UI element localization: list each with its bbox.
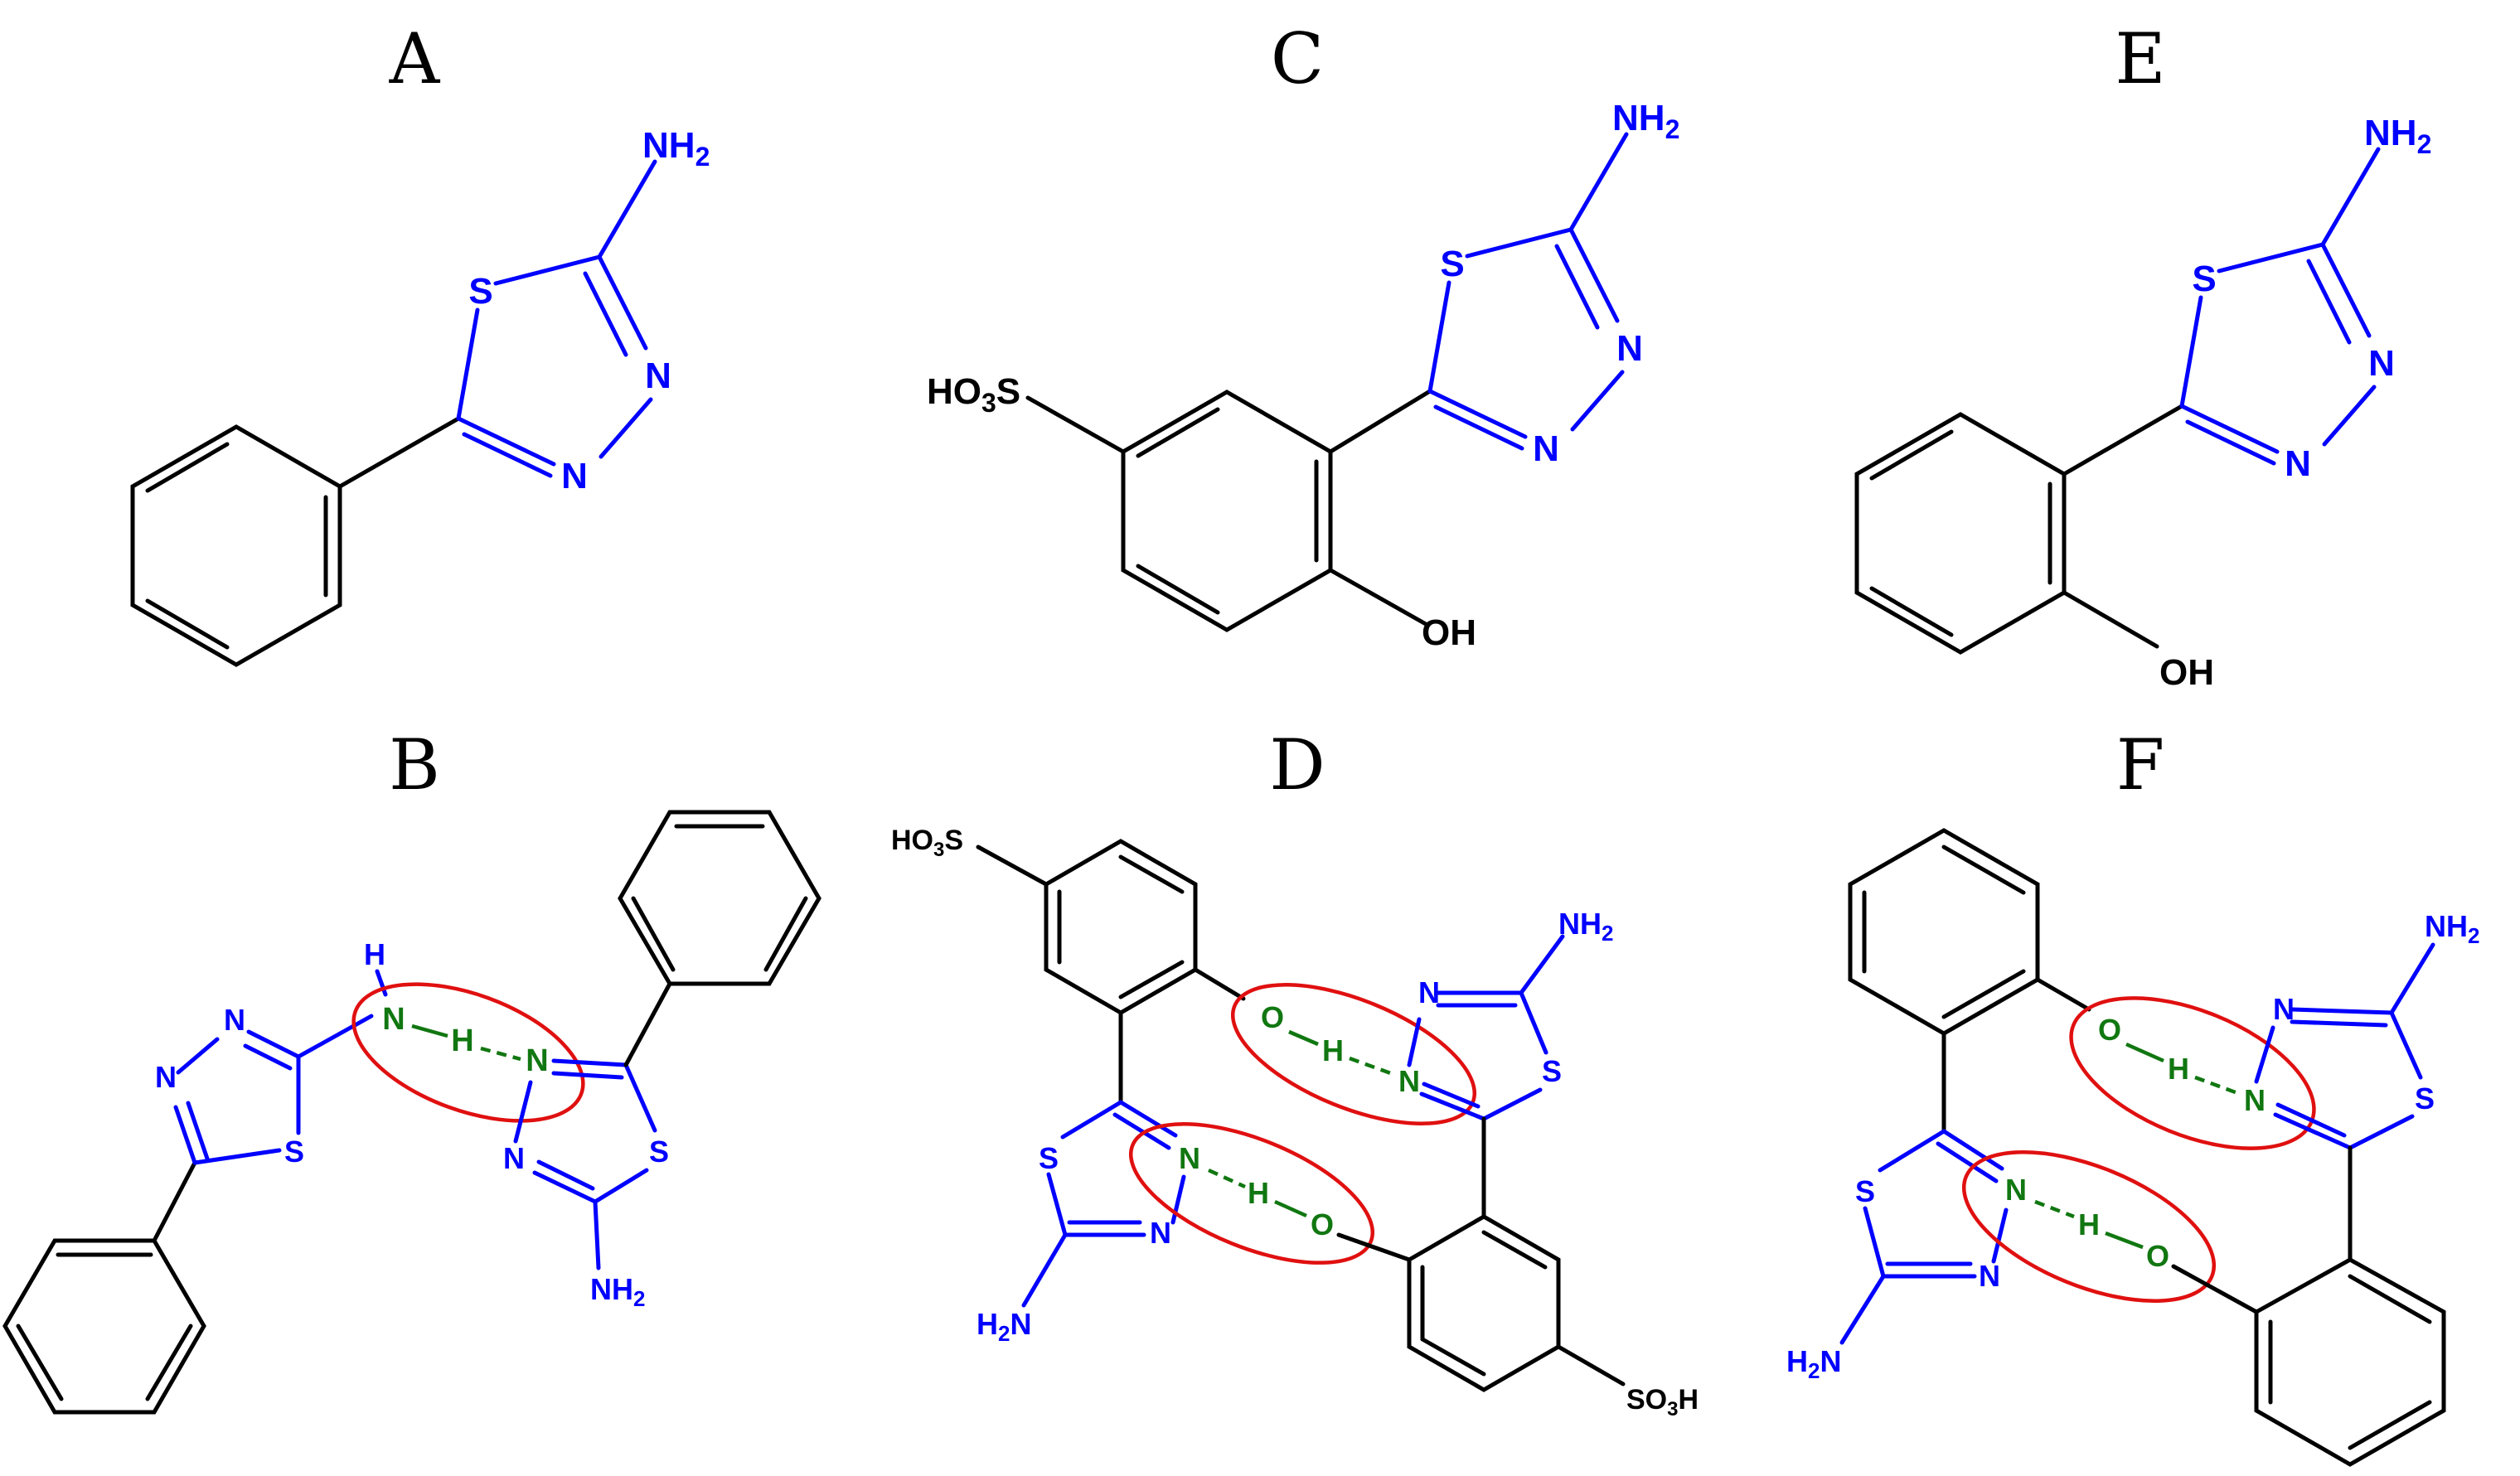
hbond-highlight-f-lower	[1961, 1150, 2217, 1303]
molecule-f-lower-oxygen: O	[2146, 1239, 2169, 1273]
molecule-d-sulfonic-acid-bottom: SO3H	[1626, 1384, 1699, 1420]
molecule-d-nitrogen: N	[1150, 1216, 1171, 1250]
molecule-c-benzene	[1121, 390, 1333, 632]
molecule-b-donor-nitrogen: N	[382, 1002, 405, 1037]
molecule-b-nitrogen: N	[503, 1141, 525, 1175]
molecule-c-sulfur: S	[1440, 244, 1464, 284]
hbond-highlight-b	[351, 982, 585, 1123]
panel-label-c: C	[1271, 18, 1324, 99]
molecule-c: S N N NH2 OH HO3S	[927, 98, 1679, 653]
molecule-b-nitrogen: N	[155, 1060, 177, 1094]
molecule-a-nitrogen: N	[645, 356, 671, 396]
molecule-f-nitrogen: N	[1979, 1259, 2000, 1293]
molecule-a-amino: NH2	[642, 125, 710, 172]
panel-label-b: B	[389, 724, 440, 806]
molecule-e: S N N NH2 OH	[1854, 113, 2431, 693]
hbond-highlight-d-lower	[1128, 1122, 1375, 1265]
molecule-e-benzene	[1854, 412, 2067, 655]
molecule-b-sulfur: S	[284, 1135, 304, 1169]
molecule-d-thiadiazole-upper	[1407, 934, 1565, 1121]
molecule-f-sulfur: S	[1855, 1174, 1875, 1208]
hbond-highlight-d-upper	[1230, 983, 1477, 1125]
molecule-d-sulfur: S	[1039, 1141, 1059, 1175]
molecule-d-benzene-bottom	[1407, 1214, 1561, 1392]
molecule-e-thiadiazole	[2179, 147, 2381, 466]
molecule-b-thiadiazole-left	[173, 1029, 301, 1165]
molecule-f-amino-upper: NH2	[2425, 909, 2479, 948]
molecule-f-upper-hydrogen: H	[2168, 1052, 2189, 1086]
molecule-d-lower-hydrogen: H	[1248, 1176, 1269, 1210]
panel-label-e: E	[2115, 18, 2165, 99]
molecule-b-benzene-left	[2, 1238, 206, 1415]
molecule-e-hydroxyl: OH	[2159, 652, 2214, 693]
molecule-b-thiadiazole-right	[513, 1058, 657, 1270]
molecule-f-benzene-top	[1848, 828, 2040, 1036]
molecule-c-thiadiazole	[1427, 132, 1629, 451]
molecule-f-lower-hydrogen: H	[2078, 1207, 2100, 1241]
molecule-d-amino-lower: H2N	[976, 1307, 1031, 1346]
molecule-c-sulfonic-acid: HO3S	[927, 371, 1020, 418]
molecule-d-amino-upper: NH2	[1558, 907, 1613, 946]
molecule-f-amino-lower: H2N	[1786, 1344, 1841, 1383]
molecule-a-benzene	[130, 424, 342, 667]
molecule-a-sulfur: S	[468, 271, 492, 312]
molecule-a-thiadiazole	[456, 159, 657, 478]
molecule-f-thiadiazole-lower	[1839, 1129, 2009, 1345]
molecule-d-lower-nitrogen: N	[1179, 1141, 1200, 1175]
molecule-f-lower-nitrogen: N	[2005, 1173, 2027, 1207]
molecule-b-amino: NH2	[590, 1272, 645, 1311]
molecule-b-nitrogen: N	[224, 1003, 245, 1037]
molecule-d-benzene-top	[1044, 839, 1198, 1015]
molecule-e-nitrogen: N	[2368, 343, 2395, 384]
molecule-e-amino: NH2	[2364, 113, 2431, 159]
panel-label-f: F	[2116, 724, 2164, 806]
molecule-d-lower-oxygen: O	[1311, 1207, 1334, 1241]
molecule-b-benzene-right	[618, 810, 821, 986]
molecule-f-nitrogen: N	[2273, 992, 2295, 1026]
molecule-e-nitrogen: N	[2285, 443, 2311, 484]
panel-label-a: A	[389, 18, 441, 99]
molecule-f-sulfur: S	[2415, 1082, 2435, 1115]
molecule-d-upper-nitrogen: N	[1398, 1064, 1420, 1098]
molecule-d-upper-oxygen: O	[1261, 1000, 1284, 1034]
molecule-a: S N N NH2	[130, 125, 710, 667]
molecule-b-sulfur: S	[649, 1135, 669, 1169]
molecule-c-nitrogen: N	[1533, 428, 1559, 469]
molecule-e-sulfur: S	[2192, 259, 2216, 299]
molecule-f-upper-oxygen: O	[2098, 1013, 2121, 1047]
molecule-d-thiadiazole-lower	[1021, 1100, 1186, 1308]
molecule-d-nitrogen: N	[1418, 975, 1440, 1009]
molecule-f-benzene-bottom	[2254, 1257, 2446, 1467]
molecule-b: N N S H N H N N S NH2	[2, 810, 821, 1415]
molecule-c-amino: NH2	[1612, 98, 1679, 144]
molecule-b-amine-hydrogen: H	[364, 937, 385, 971]
molecule-d-sulfonic-acid-top: HO3S	[891, 825, 963, 861]
molecule-c-hydroxyl: OH	[1422, 612, 1476, 653]
molecule-d: HO3S O H N N S NH2	[891, 825, 1699, 1420]
molecule-f-upper-nitrogen: N	[2244, 1083, 2266, 1117]
molecule-b-acceptor-nitrogen: N	[526, 1043, 548, 1078]
molecule-b-bond-hydrogen: H	[451, 1024, 473, 1058]
molecule-f: O H N N S NH2	[1786, 828, 2479, 1467]
molecule-d-upper-hydrogen: H	[1322, 1033, 1344, 1067]
molecule-f-thiadiazole-upper	[2254, 942, 2435, 1150]
molecule-a-nitrogen: N	[561, 456, 588, 496]
molecule-d-sulfur: S	[1542, 1054, 1562, 1088]
panel-label-d: D	[1269, 724, 1325, 806]
molecule-c-nitrogen: N	[1616, 328, 1643, 369]
